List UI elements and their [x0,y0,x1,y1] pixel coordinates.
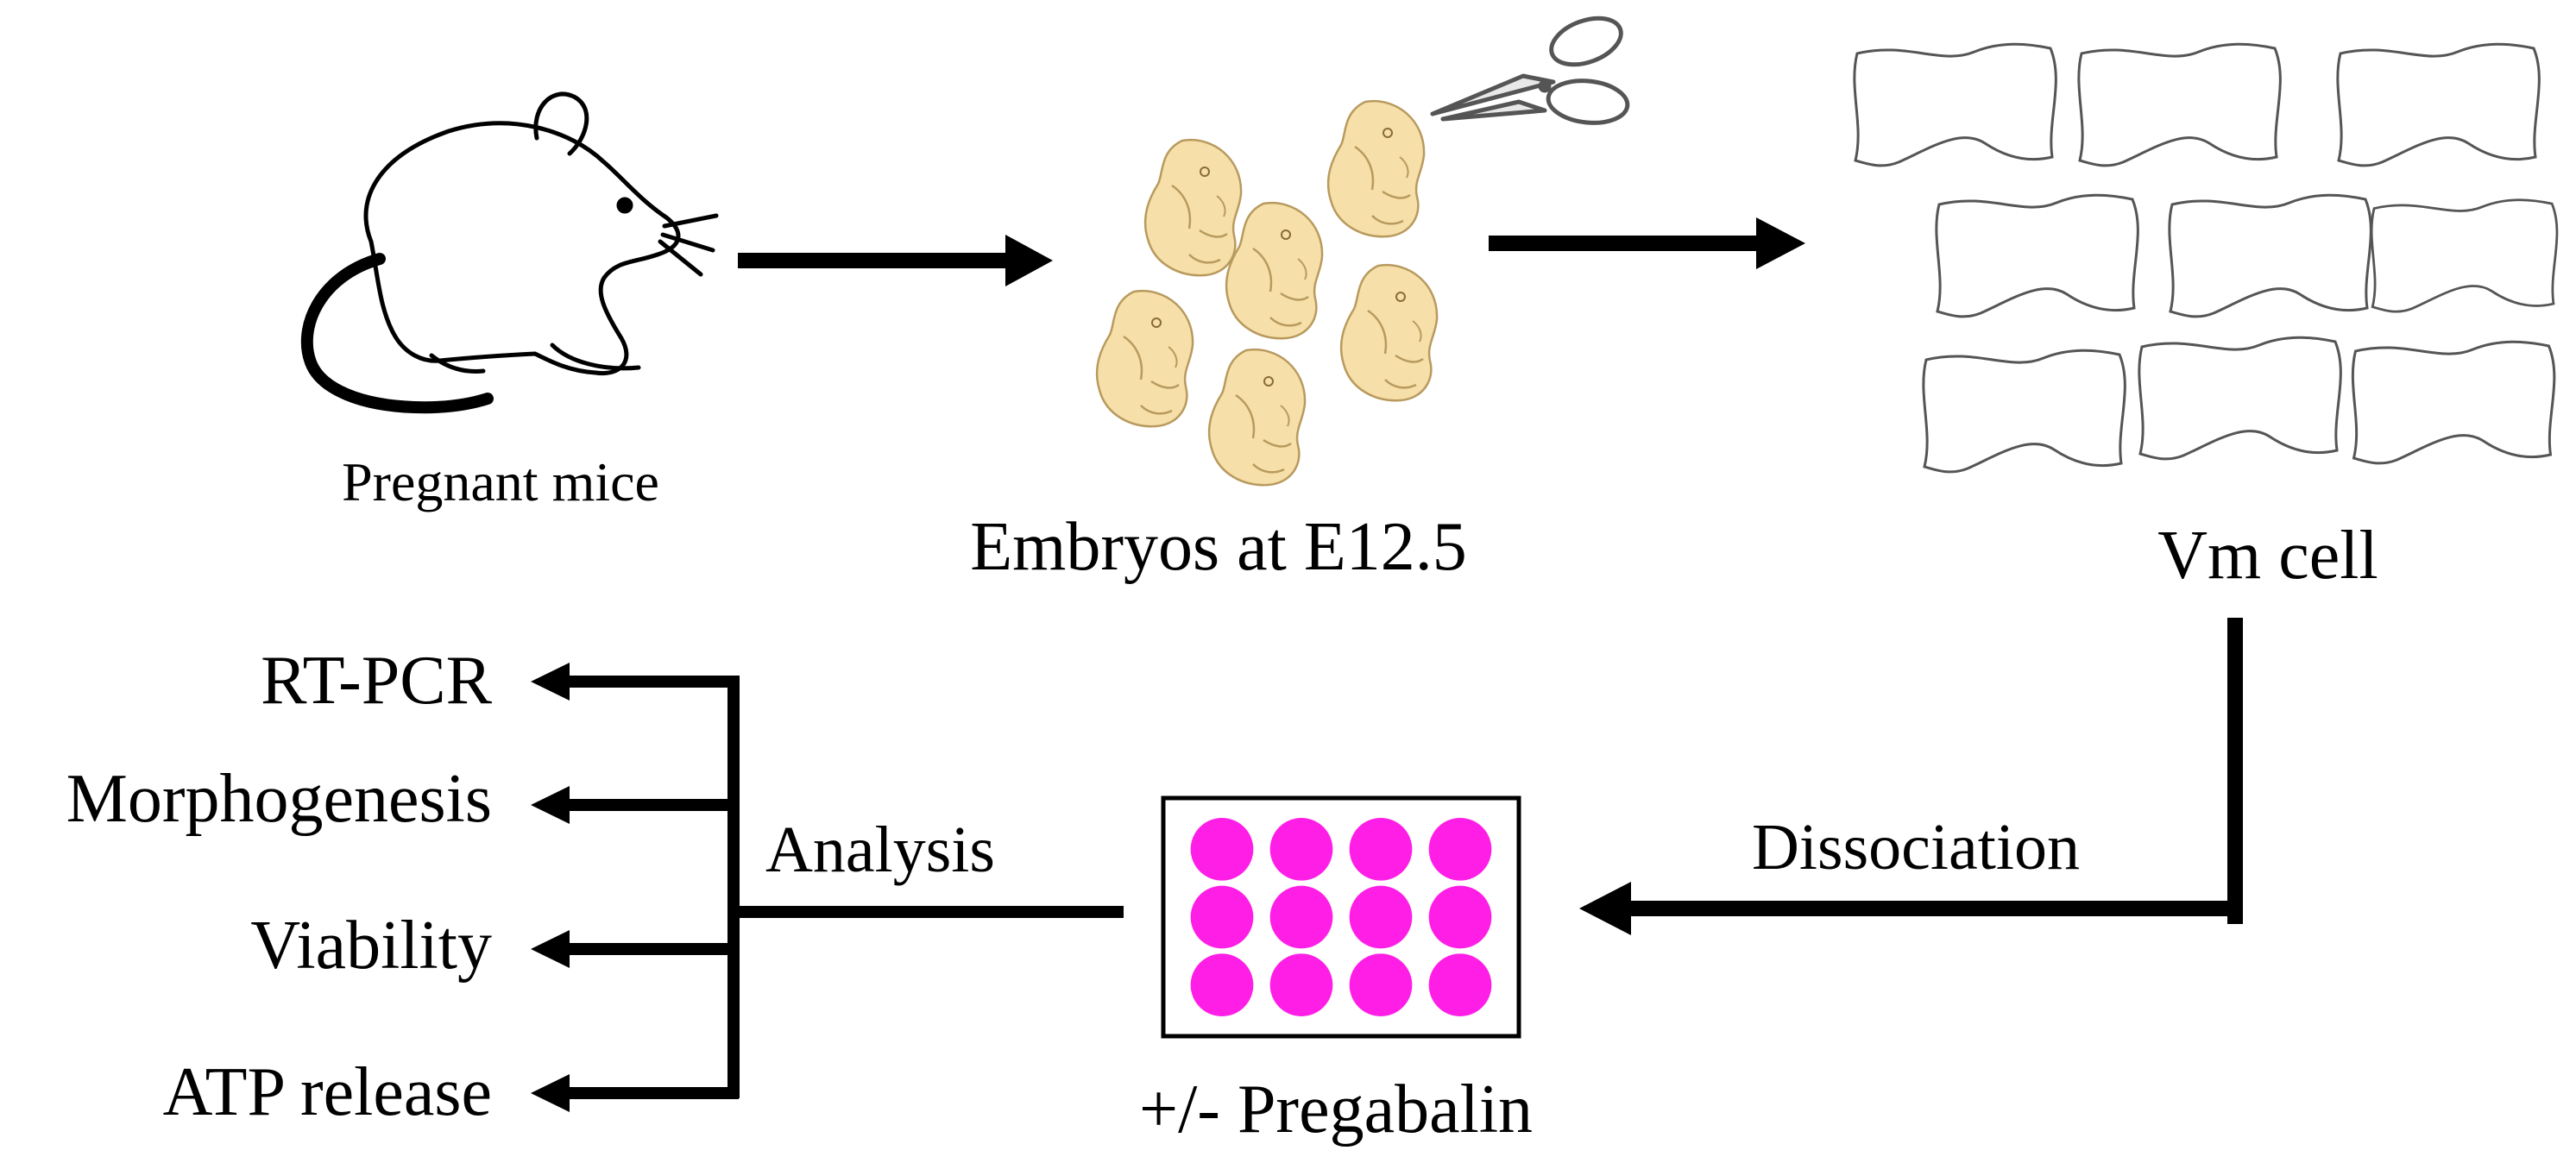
vm-cell-icon [2336,42,2541,167]
output-label: Viability [250,908,492,984]
mouse-icon [363,91,719,376]
well [1349,953,1413,1016]
output-branch: ATP release [163,1054,739,1130]
embryo-cluster [1095,99,1439,487]
vm-cell-icon [1922,349,2126,474]
vm-cell-icon [2077,42,2282,167]
mouse-tail [300,253,494,414]
well [1349,885,1413,949]
embryo-icon [1095,289,1194,428]
well [1190,885,1254,949]
well-grid [1190,818,1492,1016]
embryo-icon [1207,348,1307,487]
output-label: RT-PCR [261,643,493,719]
label-analysis: Analysis [765,814,995,886]
well [1349,818,1413,881]
well [1428,953,1492,1016]
well [1269,818,1333,881]
well [1269,885,1333,949]
embryo-icon [1339,263,1439,402]
output-branch: Viability [250,908,739,984]
arrow-mice-to-embryos [738,235,1053,286]
output-branch: Morphogenesis [66,761,739,837]
well [1269,953,1333,1016]
vm-cell-icon [2370,198,2559,313]
label-dissociation: Dissociation [1752,811,2080,883]
scissors-icon [1430,16,1630,125]
vm-cell-icon [1853,42,2057,167]
embryo-icon [1326,99,1426,238]
vm-cell-icon [2351,340,2556,465]
embryo-icon [1143,138,1243,277]
output-label: Morphogenesis [66,761,492,837]
output-label: ATP release [163,1054,492,1130]
well [1428,885,1492,949]
label-pregabalin: +/- Pregabalin [1139,1072,1533,1147]
well [1190,818,1254,881]
arrow-dissociation [1579,618,2243,935]
arrow-embryos-to-cells [1489,217,1805,269]
vm-cell-icon [2138,336,2342,461]
well [1428,818,1492,881]
vm-cell-cluster [1853,42,2559,474]
label-pregnant-mice: Pregnant mice [342,451,659,512]
label-embryos: Embryos at E12.5 [970,509,1466,585]
well [1190,953,1254,1016]
output-branch: RT-PCR [261,643,739,719]
vm-cell-icon [1935,193,2139,318]
label-vm-cell: Vm cell [2157,518,2378,594]
vm-cell-icon [2168,193,2372,318]
embryo-icon [1225,201,1324,340]
well-plate-icon [1161,795,1521,1039]
